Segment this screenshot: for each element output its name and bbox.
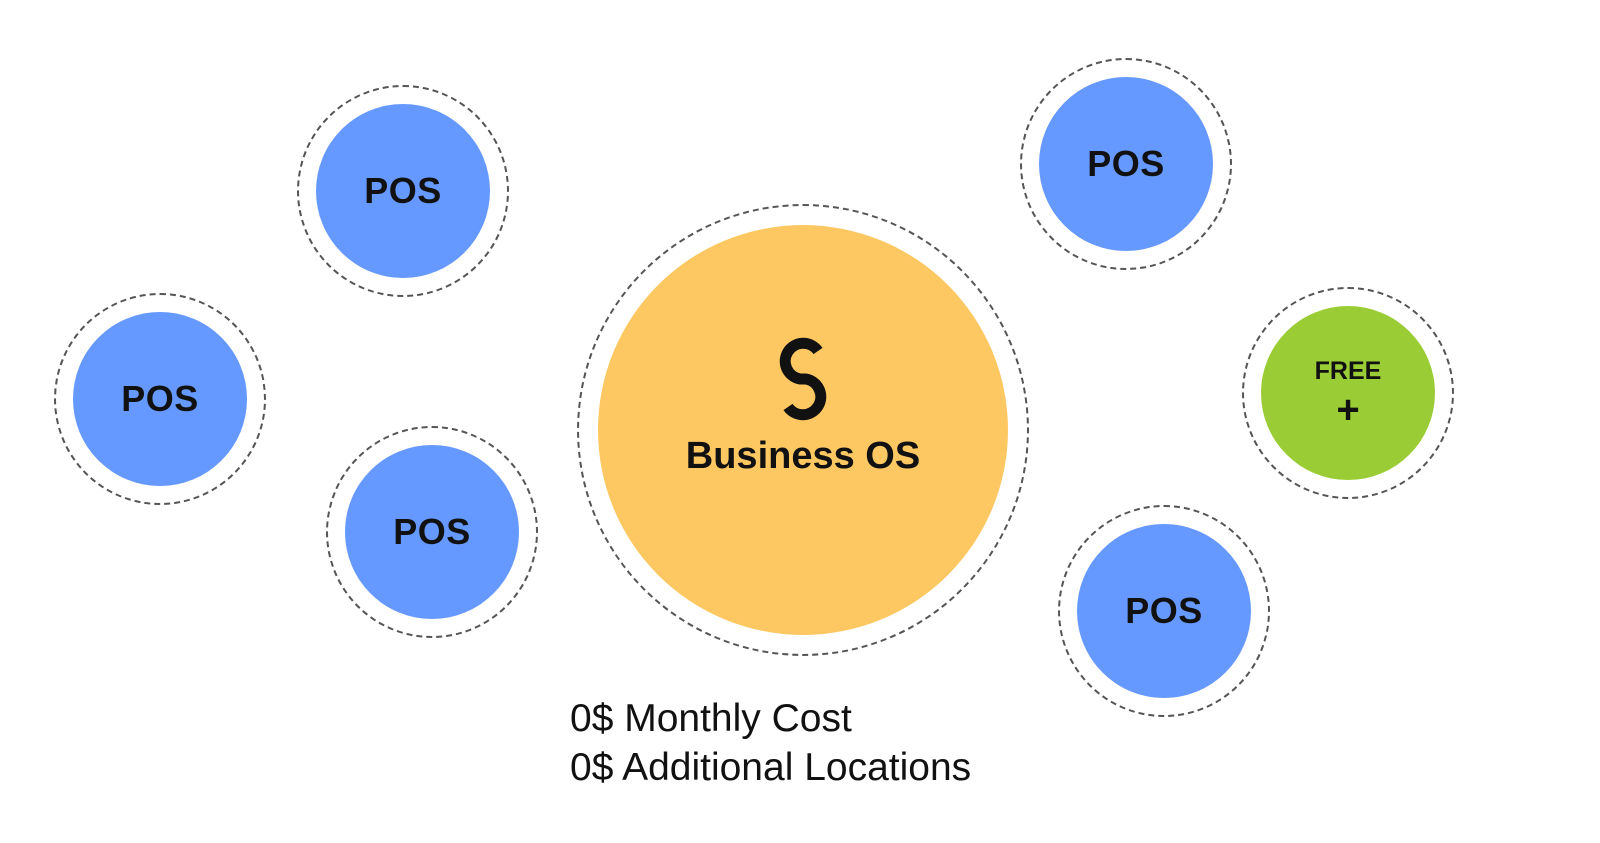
pos-node-label: POS bbox=[1125, 590, 1203, 631]
pos-node-4: POS bbox=[1039, 77, 1213, 251]
free-ring bbox=[1242, 287, 1454, 499]
pricing-footer: 0$ Monthly Cost 0$ Additional Locations bbox=[570, 694, 971, 792]
pos-node-label: POS bbox=[1087, 143, 1165, 184]
plus-icon: + bbox=[1336, 387, 1360, 432]
business-os-node: Business OS bbox=[598, 225, 1008, 635]
pos-5-ring bbox=[1058, 505, 1270, 717]
business-os-logo-icon bbox=[779, 337, 827, 420]
pos-node-2: POS bbox=[73, 312, 247, 486]
pos-3-ring bbox=[326, 426, 538, 638]
pos-4-ring bbox=[1020, 58, 1232, 270]
pos-node-1: POS bbox=[316, 104, 490, 278]
pos-node-3: POS bbox=[345, 445, 519, 619]
pos-1-ring bbox=[297, 85, 509, 297]
pos-node-label: POS bbox=[121, 378, 199, 419]
business-os-label: Business OS bbox=[685, 434, 921, 477]
monthly-cost-text: 0$ Monthly Cost bbox=[570, 697, 852, 740]
pos-node-label: POS bbox=[393, 511, 471, 552]
pos-node-label: POS bbox=[364, 170, 442, 211]
free-node: FREE + bbox=[1261, 306, 1435, 480]
center-ring bbox=[577, 204, 1029, 656]
pos-node-5: POS bbox=[1077, 524, 1251, 698]
additional-locations-text: 0$ Additional Locations bbox=[570, 746, 972, 789]
pos-2-ring bbox=[54, 293, 266, 505]
free-label: FREE bbox=[1314, 356, 1382, 385]
